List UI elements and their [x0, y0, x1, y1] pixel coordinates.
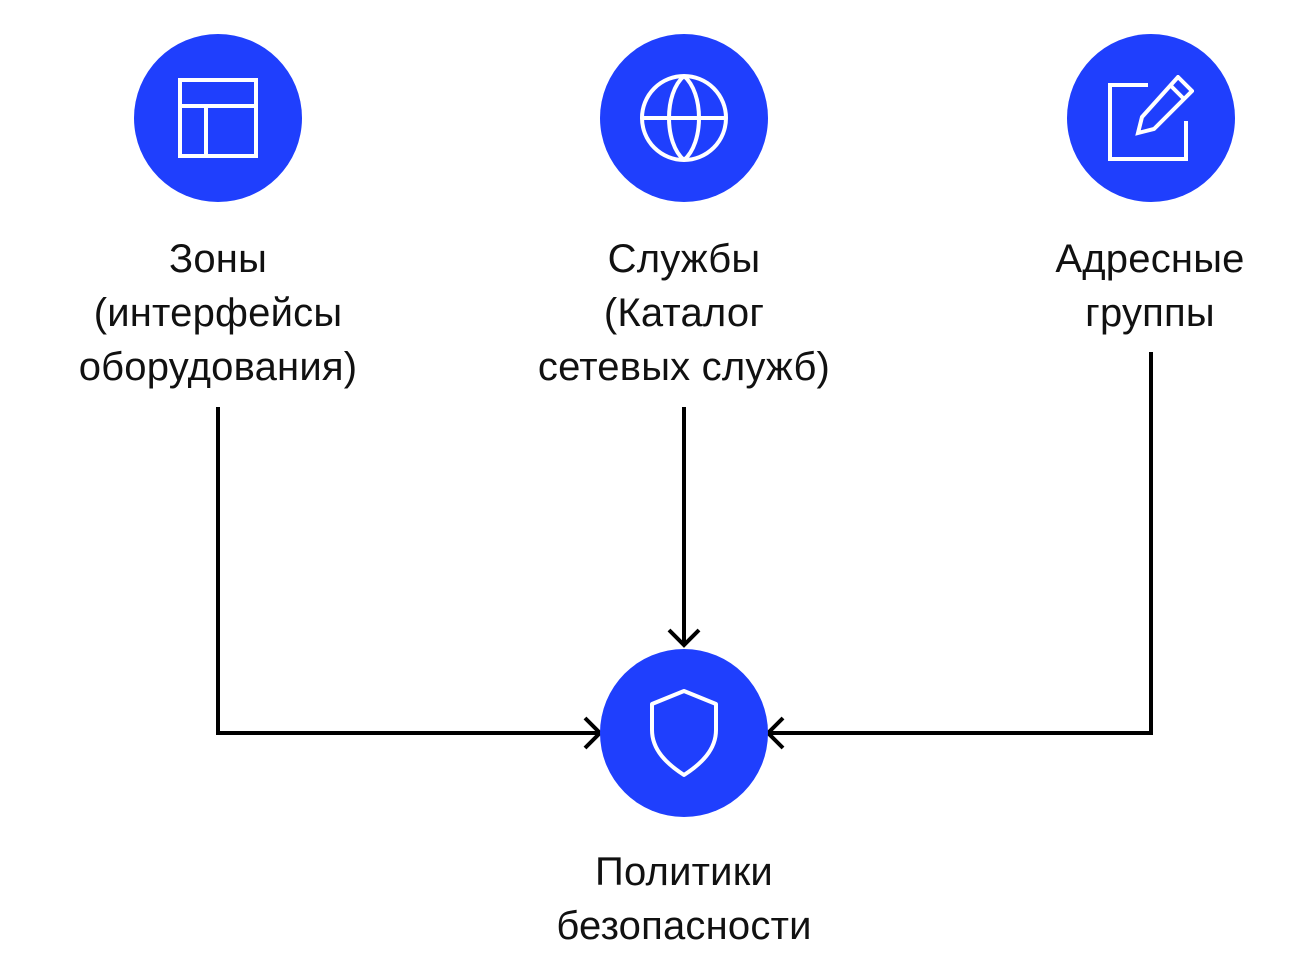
globe-icon [640, 74, 728, 162]
policies-label-line-2: безопасности [556, 904, 812, 948]
zones-label-line-2: (интерфейсы [93, 291, 343, 335]
address-groups-label-line-1: Адресные [1055, 237, 1245, 281]
edge-zones-to-policies [216, 407, 598, 735]
zones-node-circle [134, 34, 302, 202]
address-groups-label-line-2: группы [1085, 291, 1215, 335]
services-label-line-2: (Каталог [603, 291, 765, 335]
layout-icon [178, 78, 258, 158]
shield-icon [650, 689, 718, 777]
services-label-line-3: сетевых служб) [537, 345, 831, 389]
services-label: Службы (Каталог сетевых служб) [464, 232, 904, 394]
address-groups-node-circle [1067, 34, 1235, 202]
services-label-line-1: Службы [607, 237, 761, 281]
services-node-circle [600, 34, 768, 202]
zones-label-line-3: оборудования) [78, 345, 358, 389]
policies-label: Политики безопасности [464, 845, 904, 953]
zones-label-line-1: Зоны [168, 237, 268, 281]
policies-node-circle [600, 649, 768, 817]
policies-label-line-1: Политики [595, 850, 773, 894]
edge-address-groups-to-policies [770, 352, 1153, 735]
arrowhead-services [667, 628, 701, 648]
arrowhead-address-groups [765, 716, 785, 750]
address-groups-label: Адресные группы [1000, 232, 1300, 340]
edit-icon [1108, 75, 1194, 161]
zones-label: Зоны (интерфейсы оборудования) [18, 232, 418, 394]
